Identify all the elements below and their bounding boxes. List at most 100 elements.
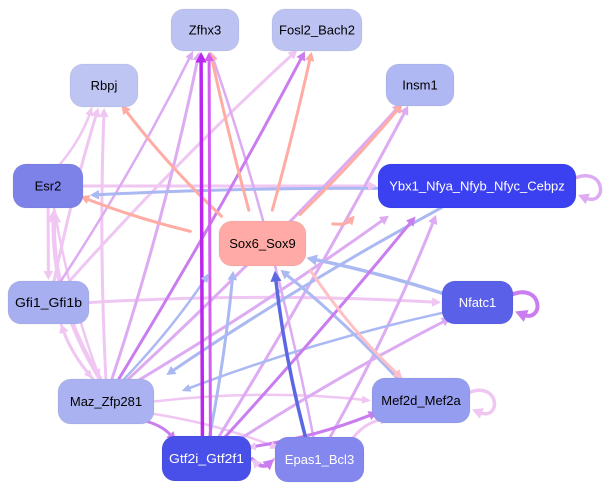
edge-Epas1_Bcl3-to-Sox6_Sox9-arrowhead [270,270,282,282]
node-shape-Rbpj[interactable] [69,63,139,108]
edge-Sox6_Sox9-to-Zfhx3 [210,57,251,212]
edge-Mef2d_Mef2a-to-Sox6_Sox9 [284,272,400,382]
edge-Nfatc1-to-Sox6_Sox9 [312,257,446,296]
edge-Esr2-to-Maz_Zfp281-arrowhead [92,368,101,379]
edge-Gfi1_Gfi1b-to-Rbpj-arrowhead [91,107,101,118]
node-Ybx1_Nfya_Nfyb_Nfyc_Cebpz[interactable]: Ybx1_Nfya_Nfyb_Nfyc_Cebpz [377,163,577,209]
self-loop-Nfatc1 [510,290,540,318]
node-Epas1_Bcl3[interactable]: Epas1_Bcl3 [274,436,365,483]
node-shape-Mef2d_Mef2a[interactable] [371,377,471,424]
edge-Gtf2i_Gtf2f1-to-Zfhx3-arrowhead [195,51,207,63]
node-Sox6_Sox9[interactable]: Sox6_Sox9 [218,220,307,267]
self-loop-Ybx1_Nfya_Nfyb_Nfyc_Cebpz-arrowhead [578,193,590,205]
node-label-Insm1: Insm1 [402,78,437,93]
edge-Sox6_Sox9-to-Fosl2_Bach2-arrowhead [304,51,315,62]
edge-Sox6_Sox9-to-Ybx1_Nfya_Nfyb_Nfyc_Cebpz-arrowhead [345,215,355,226]
node-label-Nfatc1: Nfatc1 [459,295,497,310]
edge-Gtf2i_Gtf2f1-to-Ybx1_Nfya_Nfyb_Nfyc_Cebpz [223,220,413,439]
edge-Esr2-to-Gfi1_Gfi1b-arrowhead [43,270,54,281]
edge-Epas1_Bcl3-to-Ybx1_Nfya_Nfyb_Nfyc_Cebpz [328,219,436,439]
edge-Sox6_Sox9-to-Mef2d_Mef2a-arrowhead [392,369,403,379]
node-Gfi1_Gfi1b[interactable]: Gfi1_Gfi1b [7,280,90,325]
edge-Mef2d_Mef2a-to-Sox6_Sox9-arrowhead [280,269,291,280]
node-label-Ybx1_Nfya_Nfyb_Nfyc_Cebpz: Ybx1_Nfya_Nfyb_Nfyc_Cebpz [389,179,565,194]
edge-Epas1_Bcl3-to-Gtf2i_Gtf2f1-arrowhead [251,458,262,469]
node-shape-Esr2[interactable] [12,163,84,209]
edge-Gtf2i_Gtf2f1-to-Zfhx3 [207,57,212,437]
edge-Maz_Zfp281-to-Rbpj-arrowhead [99,107,109,118]
edge-Gtf2i_Gtf2f1-to-Mef2d_Mef2a [245,413,373,450]
edge-Nfatc1-to-Sox6_Sox9-arrowhead [306,254,318,266]
node-shape-Gfi1_Gfi1b[interactable] [7,280,90,325]
edge-Gtf2i_Gtf2f1-to-Ybx1_Nfya_Nfyb_Nfyc_Cebpz-arrowhead [406,216,416,227]
edge-Maz_Zfp281-to-Sox6_Sox9-arrowhead [200,273,210,283]
edge-Mef2d_Mef2a-to-Gtf2i_Gtf2f1-arrowhead [246,442,257,451]
node-shape-Sox6_Sox9[interactable] [218,220,307,267]
node-shape-Insm1[interactable] [385,63,455,107]
edge-Maz_Zfp281-to-Epas1_Bcl3 [147,411,274,448]
edge-Gfi1_Gfi1b-to-Fosl2_Bach2-arrowhead [287,49,298,60]
edge-Gtf2i_Gtf2f1-to-Epas1_Bcl3-arrowhead [262,459,275,471]
edge-Gfi1_Gfi1b-to-Nfatc1-arrowhead [431,297,441,307]
edge-Sox6_Sox9-to-Rbpj-arrowhead [121,104,131,116]
edge-Sox6_Sox9-to-Esr2 [85,197,192,233]
edge-Ybx1_Nfya_Nfyb_Nfyc_Cebpz-to-Maz_Zfp281-arrowhead [166,366,177,376]
node-shape-Ybx1_Nfya_Nfyb_Nfyc_Cebpz[interactable] [377,163,577,209]
node-label-Mef2d_Mef2a: Mef2d_Mef2a [381,393,461,408]
node-label-Maz_Zfp281: Maz_Zfp281 [70,394,142,409]
edge-Gtf2i_Gtf2f1-to-Zfhx3-arrowhead [204,51,214,62]
node-label-Sox6_Sox9: Sox6_Sox9 [229,236,296,251]
node-label-Rbpj: Rbpj [91,78,118,93]
node-shape-Epas1_Bcl3[interactable] [274,436,365,483]
node-shape-Fosl2_Bach2[interactable] [271,8,363,52]
edge-Nfatc1-to-Maz_Zfp281-arrowhead [181,384,192,392]
node-label-Epas1_Bcl3: Epas1_Bcl3 [285,452,354,467]
self-loop-Nfatc1-arrowhead [515,309,529,322]
edge-Esr2-to-Rbpj-arrowhead [85,106,94,117]
edge-Ybx1_Nfya_Nfyb_Nfyc_Cebpz-to-Esr2-arrowhead [89,189,100,200]
edge-Sox6_Sox9-to-Ybx1_Nfya_Nfyb_Nfyc_Cebpz [331,219,352,226]
node-label-Gtf2i_Gtf2f1: Gtf2i_Gtf2f1 [169,451,244,466]
edge-Epas1_Bcl3-to-Sox6_Sox9 [273,277,307,438]
node-Zfhx3[interactable]: Zfhx3 [170,8,240,52]
edge-Maz_Zfp281-to-Mef2d_Mef2a-arrowhead [361,395,372,404]
edge-Esr2-to-Ybx1_Nfya_Nfyb_Nfyc_Cebpz-arrowhead [368,181,377,191]
edge-Gfi1_Gfi1b-to-Fosl2_Bach2 [66,53,294,285]
edge-Maz_Zfp281-to-Zfhx3 [110,57,200,380]
node-Insm1[interactable]: Insm1 [385,63,455,107]
edge-Sox6_Sox9-to-Fosl2_Bach2 [270,57,312,212]
edge-Esr2-to-Rbpj [58,112,92,166]
node-Gtf2i_Gtf2f1[interactable]: Gtf2i_Gtf2f1 [161,435,252,482]
edge-Gfi1_Gfi1b-to-Zfhx3 [59,55,192,283]
self-loop-Mef2d_Mef2a [467,388,497,416]
edge-Maz_Zfp281-to-Ybx1_Nfya_Nfyb_Nfyc_Cebpz [133,218,385,385]
edge-Maz_Zfp281-to-Esr2-arrowhead [46,208,61,223]
node-shape-Zfhx3[interactable] [170,8,240,52]
node-label-Zfhx3: Zfhx3 [189,23,222,38]
edge-Gtf2i_Gtf2f1-to-Insm1-arrowhead [399,105,409,116]
node-Fosl2_Bach2[interactable]: Fosl2_Bach2 [271,8,363,52]
edge-Sox6_Sox9-to-Insm1-arrowhead [392,104,403,114]
edge-Gtf2i_Gtf2f1-to-Nfatc1 [235,319,447,443]
edge-Maz_Zfp281-to-Fosl2_Bach2 [117,55,304,381]
node-Rbpj[interactable]: Rbpj [69,63,139,108]
node-shape-Gtf2i_Gtf2f1[interactable] [161,435,252,482]
edge-Maz_Zfp281-to-Fosl2_Bach2-arrowhead [296,51,305,62]
edge-Maz_Zfp281-to-Ybx1_Nfya_Nfyb_Nfyc_Cebpz-arrowhead [378,215,389,225]
node-label-Fosl2_Bach2: Fosl2_Bach2 [279,23,355,38]
edge-Sox6_Sox9-to-Insm1 [298,107,400,216]
edge-Gtf2i_Gtf2f1-to-Sox6_Sox9 [208,276,235,437]
node-Esr2[interactable]: Esr2 [12,163,84,209]
node-Mef2d_Mef2a[interactable]: Mef2d_Mef2a [371,377,471,424]
node-shape-Maz_Zfp281[interactable] [57,378,155,425]
self-loop-Ybx1_Nfya_Nfyb_Nfyc_Cebpz [573,174,603,202]
node-Nfatc1[interactable]: Nfatc1 [441,280,514,325]
self-loop-Mef2d_Mef2a-arrowhead [472,408,484,419]
edge-Sox6_Sox9-to-Mef2d_Mef2a [309,269,399,376]
node-shape-Nfatc1[interactable] [441,280,514,325]
edge-Gfi1_Gfi1b-to-Maz_Zfp281-arrowhead [83,369,93,379]
node-Maz_Zfp281[interactable]: Maz_Zfp281 [57,378,155,425]
